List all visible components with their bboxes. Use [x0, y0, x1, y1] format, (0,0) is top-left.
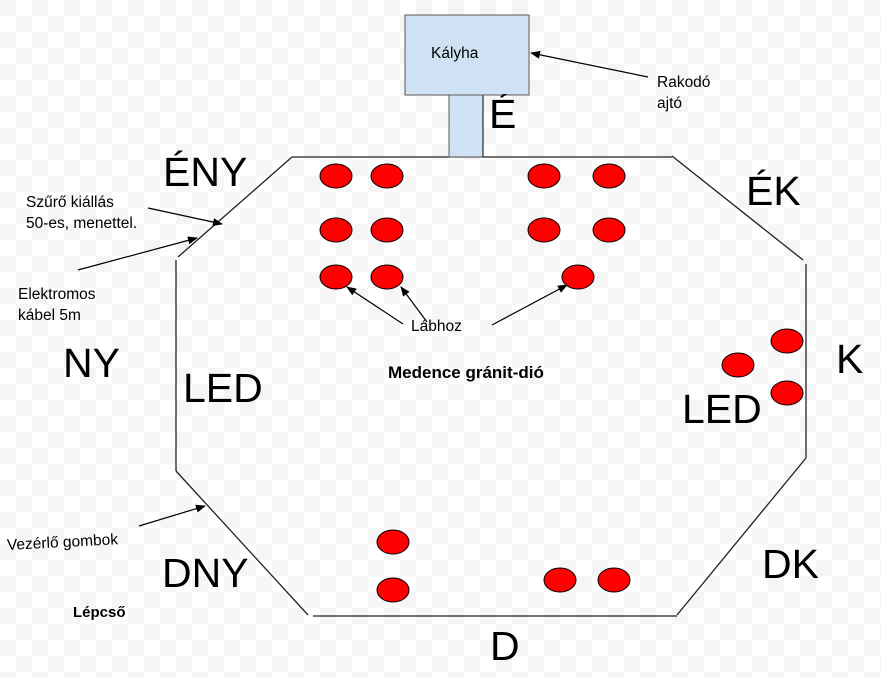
foot-label: Lábhoz — [411, 318, 462, 335]
nozzle-bottom-right-1 — [543, 567, 577, 593]
arrow-loading-door — [530, 50, 649, 78]
direction-east: K — [836, 336, 864, 382]
stairs-label: Lépcső — [73, 604, 126, 621]
nozzle-top-left-5 — [319, 264, 353, 290]
arrow-foot-3 — [491, 284, 568, 326]
arrow-cable — [77, 236, 198, 271]
nozzle-right-led-1 — [770, 328, 804, 354]
pool-edge-southeast — [676, 457, 807, 616]
nozzle-top-left-4 — [370, 217, 404, 243]
direction-north: É — [489, 94, 517, 132]
cable-label-line2: kábel 5m — [18, 307, 81, 324]
filter-label-line2: 50-es, menettel. — [26, 215, 138, 232]
stove-label: Kályha — [431, 45, 479, 62]
pool-edge-northeast — [671, 155, 804, 261]
cable-label-line1: Elektromos — [18, 286, 96, 303]
arrow-foot-2 — [400, 286, 428, 323]
nozzle-top-left-2 — [370, 163, 404, 189]
nozzle-right-led-2 — [770, 380, 804, 406]
nozzle-bottom-right-2 — [597, 567, 631, 593]
pool-edge-southwest — [175, 470, 309, 616]
nozzle-top-right-2 — [592, 163, 626, 189]
led-right-label: LED — [682, 386, 762, 432]
direction-west: NY — [63, 340, 120, 386]
direction-southwest: DNY — [162, 550, 249, 596]
direction-northeast: ÉK — [746, 168, 801, 214]
direction-south: D — [490, 623, 520, 669]
loading-door-label-line2: ajtó — [657, 95, 682, 112]
pool-title: Medence gránit-dió — [388, 363, 544, 382]
nozzle-top-right-3 — [527, 217, 561, 243]
direction-northwest: ÉNY — [163, 149, 248, 195]
loading-door-label-line1: Rakodó — [657, 74, 711, 91]
stove-chimney — [448, 94, 484, 158]
nozzle-top-left-3 — [319, 217, 353, 243]
nozzle-right-led-3 — [721, 352, 755, 378]
stove-box — [404, 14, 530, 96]
arrow-filter — [147, 207, 223, 227]
arrow-controls — [138, 504, 206, 527]
led-left-label: LED — [183, 365, 263, 411]
nozzles — [319, 163, 804, 603]
nozzle-top-left-1 — [319, 163, 353, 189]
direction-southeast: DK — [762, 541, 819, 587]
pool-outline — [175, 155, 807, 617]
nozzle-top-right-1 — [527, 163, 561, 189]
nozzle-bottom-left-2 — [376, 577, 410, 603]
nozzle-top-right-4 — [592, 217, 626, 243]
filter-label-line1: Szűrő kiállás — [26, 194, 114, 211]
nozzle-top-left-6 — [370, 264, 404, 290]
nozzle-bottom-left-1 — [376, 529, 410, 555]
arrow-foot-1 — [346, 286, 404, 325]
nozzle-top-right-5 — [561, 264, 595, 290]
